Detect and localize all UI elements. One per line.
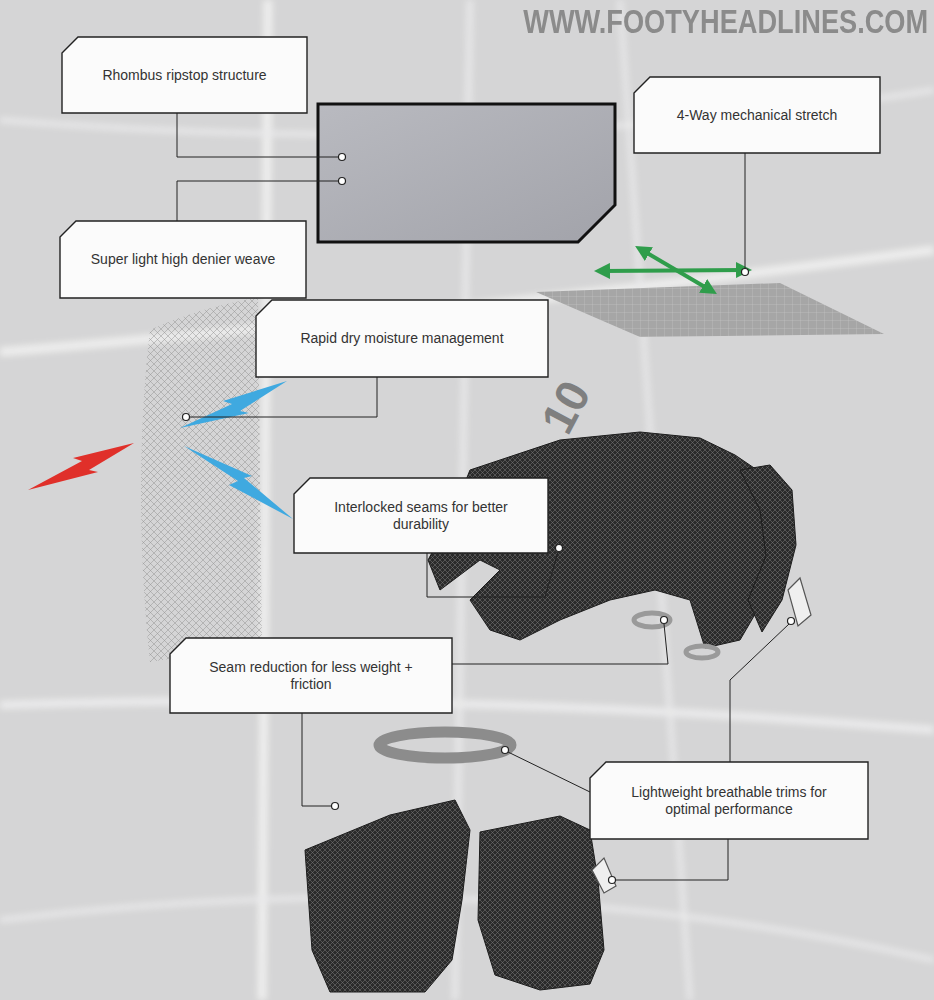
leader-line bbox=[177, 113, 338, 157]
callout-outline-shape bbox=[60, 221, 306, 298]
trim-piece bbox=[788, 578, 811, 626]
callout-text: Super light high denier weave bbox=[91, 251, 275, 268]
callout-outline-shape bbox=[256, 300, 548, 377]
callout-outline-shape bbox=[170, 638, 452, 713]
callout-outline bbox=[256, 300, 548, 377]
callout-outline bbox=[60, 221, 306, 298]
finger-ring bbox=[634, 613, 670, 627]
leader-dot bbox=[788, 618, 795, 625]
logo-number: 10 bbox=[530, 372, 602, 443]
callout-box: Interlocked seams for better durability bbox=[294, 478, 548, 553]
leader-dot bbox=[742, 269, 749, 276]
leader-dot bbox=[183, 414, 190, 421]
glove-palm-piece bbox=[478, 816, 604, 990]
callout-text: Seam reduction for less weight + frictio… bbox=[200, 659, 422, 693]
leader-line bbox=[302, 713, 331, 806]
leader-dot bbox=[339, 154, 346, 161]
heat-arrow bbox=[28, 443, 134, 490]
finger-ring bbox=[686, 646, 718, 658]
trim-piece bbox=[592, 858, 616, 893]
callout-outline bbox=[634, 77, 880, 153]
leader-line bbox=[508, 752, 590, 792]
callout-outline-shape bbox=[590, 762, 868, 839]
glove-thumb bbox=[740, 465, 796, 632]
stretch-arrow bbox=[642, 250, 710, 290]
callout-outline bbox=[170, 638, 452, 713]
fabric-swatch bbox=[318, 104, 615, 242]
leader-line bbox=[177, 181, 338, 221]
callout-outline-shape bbox=[634, 77, 880, 153]
leader-dots bbox=[183, 154, 795, 884]
leader-dot bbox=[556, 545, 563, 552]
moisture-arrow bbox=[180, 381, 287, 428]
callout-outline bbox=[590, 762, 868, 839]
leader-dot bbox=[609, 877, 616, 884]
net-line bbox=[0, 701, 934, 730]
callout-text: 4-Way mechanical stretch bbox=[677, 107, 838, 124]
callout-box: Rhombus ripstop structure bbox=[62, 37, 307, 113]
leader-line bbox=[452, 624, 668, 664]
callout-outline bbox=[294, 478, 548, 553]
leader-line bbox=[745, 153, 746, 268]
callout-text: Interlocked seams for better durability bbox=[326, 499, 516, 533]
glove-backhand bbox=[428, 432, 790, 648]
leader-line bbox=[730, 624, 789, 762]
leader-dot bbox=[661, 617, 668, 624]
leader-dot bbox=[332, 803, 339, 810]
leader-dot bbox=[502, 747, 509, 754]
watermark: WWW.FOOTYHEADLINES.COM bbox=[523, 2, 928, 41]
callout-box: Seam reduction for less weight + frictio… bbox=[170, 638, 452, 713]
leader-lines bbox=[177, 113, 789, 880]
callout-outline bbox=[62, 37, 307, 113]
callout-box: Lightweight breathable trims for optimal… bbox=[590, 762, 868, 839]
wrist-band bbox=[379, 732, 511, 758]
stretch-plane bbox=[536, 283, 884, 337]
callout-text: Lightweight breathable trims for optimal… bbox=[620, 784, 838, 818]
callout-outline-shape bbox=[62, 37, 307, 113]
moisture-arrow bbox=[184, 446, 293, 519]
callout-text: Rapid dry moisture management bbox=[300, 330, 503, 347]
callout-box: Super light high denier weave bbox=[60, 221, 306, 298]
callout-text: Rhombus ripstop structure bbox=[102, 67, 266, 84]
leader-line bbox=[427, 552, 558, 597]
net-line bbox=[0, 898, 934, 961]
leader-dot bbox=[339, 178, 346, 185]
leader-line bbox=[616, 839, 728, 880]
glove-cuff-piece bbox=[305, 800, 470, 992]
leader-line bbox=[190, 377, 377, 417]
callout-box: 4-Way mechanical stretch bbox=[634, 77, 880, 153]
callout-outline-shape bbox=[294, 478, 548, 553]
callout-box: Rapid dry moisture management bbox=[256, 300, 548, 377]
